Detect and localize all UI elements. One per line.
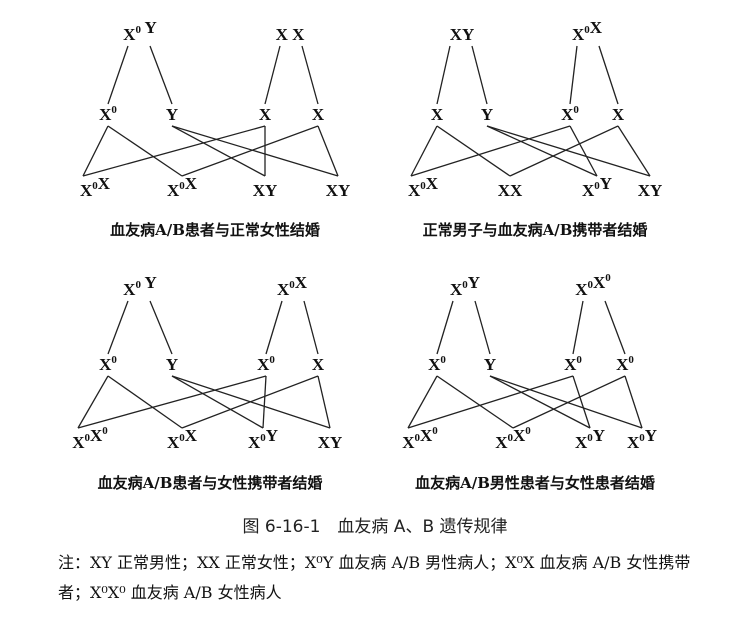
cross-4-parent-1: X0Y: [450, 273, 480, 299]
cross-2-line-p2-g4: [598, 45, 619, 105]
cross-2-line-p1-g2: [471, 45, 488, 105]
cross-1-gamete-1: X0: [99, 104, 117, 124]
cross-1-line-g2-o3: [171, 125, 266, 177]
cross-3-parent-1: X0 Y: [123, 273, 157, 299]
cross-1-offspring-2: X0X: [167, 174, 198, 200]
cross-4-line-g2-o4: [489, 375, 643, 429]
cross-4-line-g4-o2: [512, 375, 626, 429]
cross-4-line-g1-o1: [407, 375, 438, 429]
cross-3-line-g1-o2: [107, 375, 183, 429]
cross-3-line-g4-o2: [181, 375, 319, 429]
cross-1-caption: 血友病A/B患者与正常女性结婚: [110, 221, 320, 239]
cross-3-gamete-2: Y: [166, 355, 178, 374]
cross-1-line-g3-o1: [82, 125, 266, 177]
cross-2-parent-2: X0X: [572, 18, 603, 44]
cross-4-offspring-2: X0X0: [495, 425, 531, 452]
cross-1-line-g4-o2: [181, 125, 319, 177]
cross-4-offspring-4: X0Y: [627, 426, 657, 452]
cross-3-gamete-4: X: [312, 355, 325, 374]
cross-3-offspring-4: XY: [318, 433, 343, 452]
cross-4-line-p1-g2: [474, 300, 491, 355]
cross-4-gamete-2: Y: [484, 355, 496, 374]
cross-3-caption: 血友病A/B患者与女性携带者结婚: [98, 474, 323, 492]
cross-2-offspring-1: X0X: [408, 174, 439, 200]
cross-2-line-g3-o3: [569, 125, 598, 177]
cross-3-offspring-1: X0X0: [72, 425, 108, 452]
cross-4-offspring-1: X0X0: [402, 425, 438, 452]
cross-1-line-p1-g1: [107, 45, 129, 105]
cross-2-gamete-1: X: [431, 105, 444, 124]
cross-1-line-g1-o2: [107, 125, 183, 177]
cross-4-line-p2-g4: [604, 300, 626, 355]
cross-4-line-g2-o3: [489, 375, 591, 429]
cross-2-line-g1-o2: [436, 125, 511, 177]
cross-2-caption: 正常男子与血友病A/B携带者结婚: [423, 221, 648, 239]
cross-3-line-g4-o4: [317, 375, 331, 429]
cross-2-line-g2-o4: [486, 125, 651, 177]
cross-3-line-g2-o3: [171, 375, 264, 429]
cross-4-line-g1-o2: [436, 375, 514, 429]
cross-3-line-g3-o1: [77, 375, 267, 429]
cross-3-parent-2: X0X: [277, 273, 308, 299]
cross-3-gamete-1: X0: [99, 354, 117, 374]
cross-3-line-p2-g3: [265, 300, 283, 355]
cross-1-line-g2-o4: [171, 125, 339, 177]
cross-1-gamete-2: Y: [166, 105, 178, 124]
cross-4-line-g3-o1: [407, 375, 574, 429]
figure-title: 图 6-16-1 血友病 A、B 遗传规律: [242, 517, 508, 537]
cross-3-line-p1-g2: [149, 300, 173, 355]
cross-2-line-p2-g3: [569, 45, 578, 105]
cross-3-offspring-3: X0Y: [248, 426, 278, 452]
cross-1-gamete-4: X: [312, 105, 325, 124]
cross-1-gamete-3: X: [259, 105, 272, 124]
cross-4-gamete-3: X0: [564, 354, 582, 374]
cross-2-offspring-4: XY: [638, 181, 663, 200]
cross-1-parent-2: X X: [276, 25, 306, 44]
cross-1-offspring-3: XY: [253, 181, 278, 200]
cross-3-gamete-3: X0: [257, 354, 275, 374]
cross-1-offspring-1: X0X: [80, 174, 111, 200]
cross-4-gamete-4: X0: [616, 354, 634, 374]
cross-4-line-g4-o4: [624, 375, 643, 429]
cross-1-line-p2-g3: [264, 45, 281, 105]
cross-1-offspring-4: XY: [326, 181, 351, 200]
cross-1-line-g4-o4: [317, 125, 339, 177]
cross-2-line-p1-g1: [436, 45, 451, 105]
cross-3-offspring-2: X0X: [167, 426, 198, 452]
cross-2-line-g3-o1: [410, 125, 571, 177]
cross-1-line-p1-g2: [149, 45, 173, 105]
cross-3-line-p1-g1: [107, 300, 129, 355]
cross-3-line-p2-g4: [303, 300, 319, 355]
cross-2-line-g4-o4: [617, 125, 651, 177]
cross-3-line-g1-o1: [77, 375, 109, 429]
cross-4-gamete-1: X0: [428, 354, 446, 374]
cross-2-gamete-3: X0: [561, 104, 579, 124]
cross-2-gamete-2: Y: [481, 105, 493, 124]
cross-2-line-g1-o1: [410, 125, 438, 177]
cross-2-offspring-3: X0Y: [582, 174, 612, 200]
cross-1-line-g1-o1: [82, 125, 109, 177]
cross-2-line-g4-o2: [509, 125, 619, 177]
cross-4-line-g3-o3: [572, 375, 591, 429]
cross-2-parent-1: XY: [450, 25, 475, 44]
figure-note: 注：XY 正常男性；XX 正常女性；X⁰Y 血友病 A/B 男性病人；X⁰X 血…: [58, 553, 691, 602]
cross-4-offspring-3: X0Y: [575, 426, 605, 452]
cross-2-gamete-4: X: [612, 105, 625, 124]
cross-4-caption: 血友病A/B男性患者与女性患者结婚: [415, 474, 655, 492]
cross-3-line-g3-o3: [262, 375, 267, 429]
cross-1-line-p2-g4: [301, 45, 319, 105]
cross-4-parent-2: X0X0: [575, 272, 611, 299]
cross-4-line-p2-g3: [572, 300, 584, 355]
cross-2-line-g2-o3: [486, 125, 598, 177]
cross-2-offspring-2: XX: [498, 181, 523, 200]
cross-1-parent-1: X0 Y: [123, 18, 157, 44]
cross-4-line-p1-g1: [436, 300, 454, 355]
